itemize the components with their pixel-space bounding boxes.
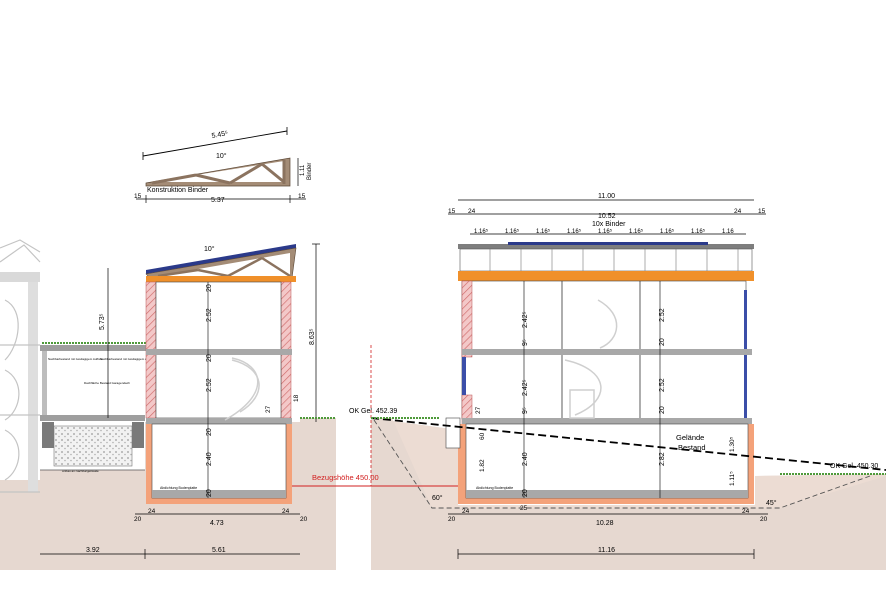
left-base-slab: 20 [206,489,213,497]
binder-spacing-item: 1.16⁵ [691,228,706,235]
left-floor-dims: 20 2.52 20 2.52 20 2.40 20 [206,282,213,498]
binder-spacing-item: 1.16⁵ [660,228,675,235]
binder-spacing-item: 1.16⁵ [567,228,582,235]
left-height-total: 8.63⁵ [309,328,316,345]
right-dim-20b: 20 [760,516,768,523]
binder-spacing-item: 1.16⁵ [505,228,520,235]
right-ok-label: OK Gel. 450.30 [830,463,878,470]
neighbor-note-4: Anbau an Nachbargebäude [62,469,99,473]
left-mid-height: 2.52 [206,378,213,392]
binder-dim-left: 15 [134,193,142,200]
right-dim-20a: 20 [448,516,456,523]
left-dim-total-right: 5.61 [212,547,226,554]
left-dim-inner: 4.73 [210,520,224,527]
right-mid-height-b: 2.52 [659,378,666,392]
right-slab-25: 25 [520,505,528,512]
binder-spacing-item: 1.16⁵ [474,228,489,235]
binder-dim-right: 15 [298,193,306,200]
left-dim-24a: 24 [148,508,156,515]
right-dim-111: 1.11⁵ [729,471,736,486]
neighbor-note-1: Nachbarbestand mit zweilagigem Aufbau [48,357,103,361]
right-dim-60: 60 [479,432,486,440]
binder-spacing-item: 1.16⁵ [536,228,551,235]
binder-detail: 5.45⁵ 10° 1.11 Binder Konstruktion Binde… [134,127,313,204]
right-dim-15a: 15 [448,208,456,215]
binder-title: Konstruktion Binder [147,187,209,194]
right-floor-dims: 2.42⁵ 9⁵ 2.42⁵ 9⁵ 2.40 20 2.52 20 2.52 2… [522,281,666,498]
binder-spacing-item: 1.16 [722,229,734,235]
neighbor-note-2: Nachbarbestand mit zweilagigem Aufbau [100,357,155,361]
left-section: Nachbarbestand mit zweilagigem Aufbau Na… [0,239,397,559]
right-lower-slab-a: 9⁵ [522,407,529,414]
right-slab-20: 20 [522,489,529,497]
right-basement-height-b: 2.82 [659,452,666,466]
left-dim-total-left: 3.92 [86,547,100,554]
left-neighbor-height: 5.73⁵ [99,313,106,330]
binder-height: 1.11 [300,164,306,176]
right-angle-left: 60° [432,494,443,502]
right-section: 11.00 15 24 10.52 24 15 10x Binder 1.16⁵… [370,193,886,559]
right-mid-slab-b: 20 [659,338,666,346]
right-upper-height-b: 2.52 [659,308,666,322]
left-step2: 18 [293,394,300,402]
right-bestand: Bestand [678,443,706,452]
binder-angle: 10° [216,152,227,160]
right-basement-label: Abdichtung Bodenplatte [476,486,513,490]
left-basement-slab: 20 [206,428,213,436]
bezug-label: Bezugshöhe 450.00 [312,473,379,482]
left-mid-slab: 20 [206,354,213,362]
right-dim-24b: 24 [734,208,742,215]
binder-spacing: 1.16⁵ 1.16⁵ 1.16⁵ 1.16⁵ 1.16⁵ 1.16⁵ 1.16… [474,228,734,235]
left-dim-24b: 24 [282,508,290,515]
left-roof-angle: 10° [204,245,215,253]
right-dim-24a: 24 [468,208,476,215]
right-dim-total: 11.00 [598,193,615,200]
right-mid-height-a: 2.42⁵ [522,379,529,396]
binder-height-label: Binder [307,163,313,180]
left-upper-height: 2.52 [206,308,213,322]
right-dim-24b-bottom: 24 [742,508,750,515]
right-gelande: Gelände [676,433,704,442]
right-binder-count: 10x Binder [592,221,626,228]
right-lower-slab-b: 20 [659,406,666,414]
neighbor-note-3: Dachfläche Bestand Garagendach [84,381,130,385]
left-basement-height: 2.40 [206,452,213,466]
left-basement-label: Abdichtung Bodenplatte [160,486,197,490]
ground-right [371,418,886,570]
right-angle-right: 45° [766,499,777,507]
right-dim-182: 1.82 [479,459,486,472]
right-dim-total-bottom: 11.16 [598,547,615,554]
left-ok-label: OK Gel. 452.39 [349,408,397,415]
right-upper-height-a: 2.42⁵ [522,311,529,328]
binder-spacing-item: 1.16⁵ [598,228,613,235]
left-dim-20b: 20 [300,516,308,523]
binder-dim-mid: 5.37 [211,197,225,204]
right-dim-inner: 10.52 [598,213,616,220]
right-mid-slab-a: 9⁵ [522,339,529,346]
right-dim-24a: 24 [462,508,470,515]
binder-length: 5.45⁵ [211,130,229,140]
right-dim-15b: 15 [758,208,766,215]
binder-spacing-item: 1.16⁵ [629,228,644,235]
neighbor-ghost [0,239,41,493]
left-upper-slab: 20 [206,284,213,292]
right-dim-inner-bottom: 10.28 [596,520,614,527]
right-dim-27: 27 [475,406,482,414]
right-basement-height-a: 2.40 [522,452,529,466]
left-step: 27 [265,405,272,413]
left-dim-20a: 20 [134,516,142,523]
right-dim-130: 1.30⁵ [729,436,736,452]
